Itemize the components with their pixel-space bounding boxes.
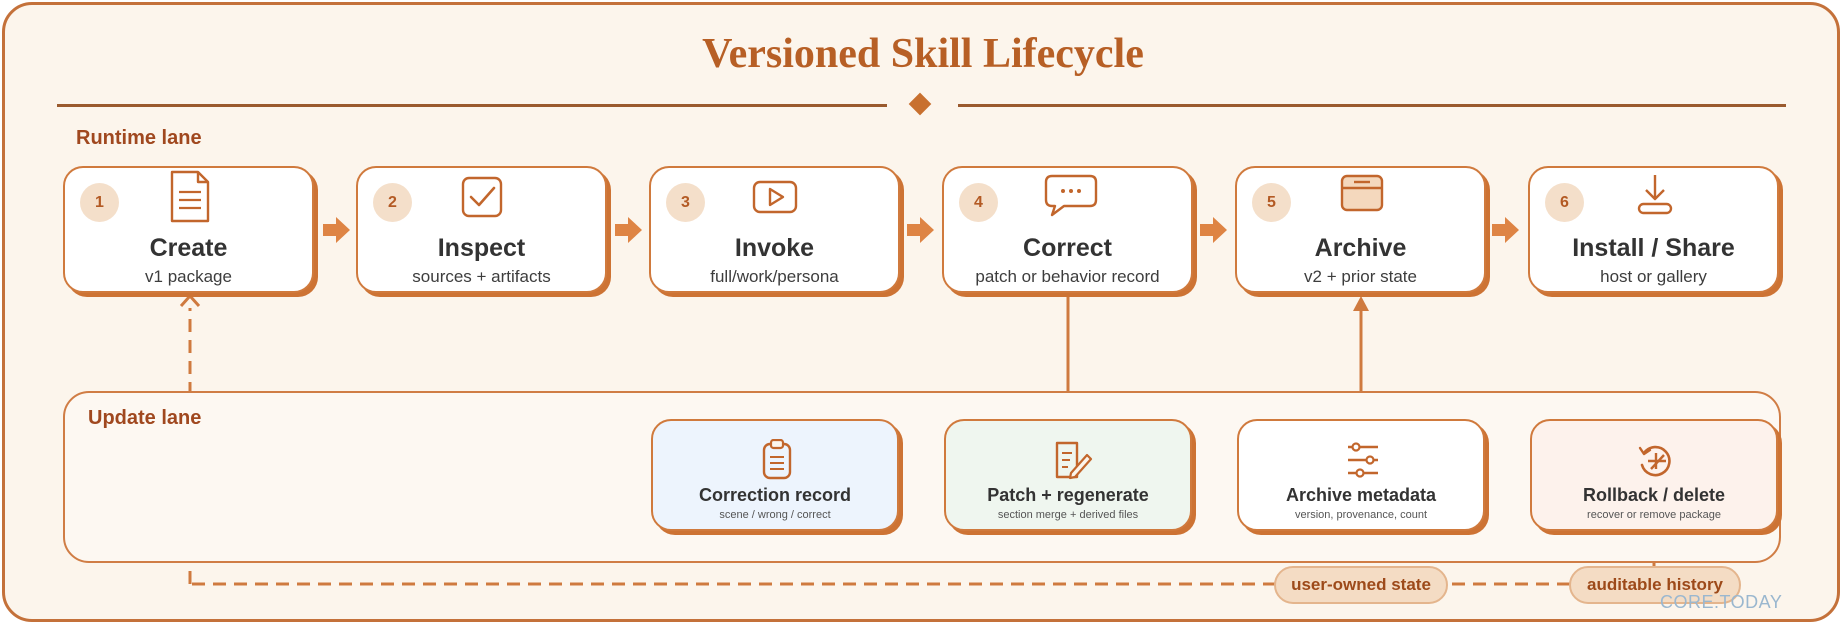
step-number: 5: [1252, 183, 1291, 222]
step-sub: v1 package: [145, 267, 232, 286]
step-archive[interactable]: 5 Archive v2 + prior state: [1235, 166, 1486, 293]
step-invoke[interactable]: 3 Invoke full/work/persona: [649, 166, 900, 293]
archive-box-icon: [1340, 174, 1384, 212]
step-number: 4: [959, 183, 998, 222]
update-archive-metadata[interactable]: Archive metadata version, provenance, co…: [1237, 419, 1485, 531]
title-rule-left: [57, 104, 887, 107]
clipboard-icon: [762, 439, 792, 480]
update-lane-label: Update lane: [88, 407, 202, 429]
watermark: CORE.TODAY: [1660, 592, 1783, 612]
step-label: Install / Share: [1572, 234, 1735, 262]
speech-bubble-icon: [1044, 174, 1098, 217]
step-label: Archive: [1314, 234, 1407, 262]
user-owned-state-pill: user-owned state: [1274, 566, 1448, 604]
auditable-history-pill: auditable history: [1569, 566, 1741, 604]
document-icon: [170, 170, 210, 223]
update-sub: recover or remove package: [1587, 509, 1721, 521]
step-number: 2: [373, 183, 412, 222]
rollback-icon: [1638, 445, 1671, 477]
update-label: Archive metadata: [1285, 485, 1437, 505]
title-rule-right: [958, 104, 1786, 107]
update-sub: version, provenance, count: [1294, 509, 1428, 521]
step-sub: patch or behavior record: [975, 267, 1160, 286]
step-label: Invoke: [734, 234, 815, 262]
play-icon: [752, 180, 798, 214]
step-install-share[interactable]: 6 Install / Share host or gallery: [1528, 166, 1779, 293]
update-sub: section merge + derived files: [997, 509, 1139, 521]
update-rollback-delete[interactable]: Rollback / delete recover or remove pack…: [1530, 419, 1778, 531]
step-sub: full/work/persona: [710, 267, 839, 286]
update-sub: scene / wrong / correct: [719, 509, 831, 521]
update-correction-record[interactable]: Correction record scene / wrong / correc…: [651, 419, 899, 531]
download-icon: [1637, 175, 1673, 215]
update-label: Rollback / delete: [1582, 485, 1726, 505]
step-inspect[interactable]: 2 Inspect sources + artifacts: [356, 166, 607, 293]
step-label: Inspect: [437, 234, 526, 262]
update-label: Correction record: [698, 485, 852, 505]
diagram-title: Versioned Skill Lifecycle: [702, 31, 1144, 77]
runtime-lane-label: Runtime lane: [76, 127, 202, 149]
step-sub: host or gallery: [1600, 267, 1707, 286]
step-correct[interactable]: 4 Correct patch or behavior record: [942, 166, 1193, 293]
step-label: Correct: [1023, 234, 1112, 262]
sliders-icon: [1348, 442, 1378, 478]
step-sub: v2 + prior state: [1304, 267, 1417, 286]
step-sub: sources + artifacts: [412, 267, 551, 286]
step-label: Create: [149, 234, 228, 262]
step-number: 6: [1545, 183, 1584, 222]
step-number: 1: [80, 183, 119, 222]
step-create[interactable]: 1 Create v1 package: [63, 166, 314, 293]
step-number: 3: [666, 183, 705, 222]
update-patch-regenerate[interactable]: Patch + regenerate section merge + deriv…: [944, 419, 1192, 531]
edit-document-icon: [1055, 441, 1093, 480]
checkbox-icon: [461, 176, 503, 218]
update-lane: [63, 391, 1781, 563]
update-label: Patch + regenerate: [987, 485, 1149, 505]
